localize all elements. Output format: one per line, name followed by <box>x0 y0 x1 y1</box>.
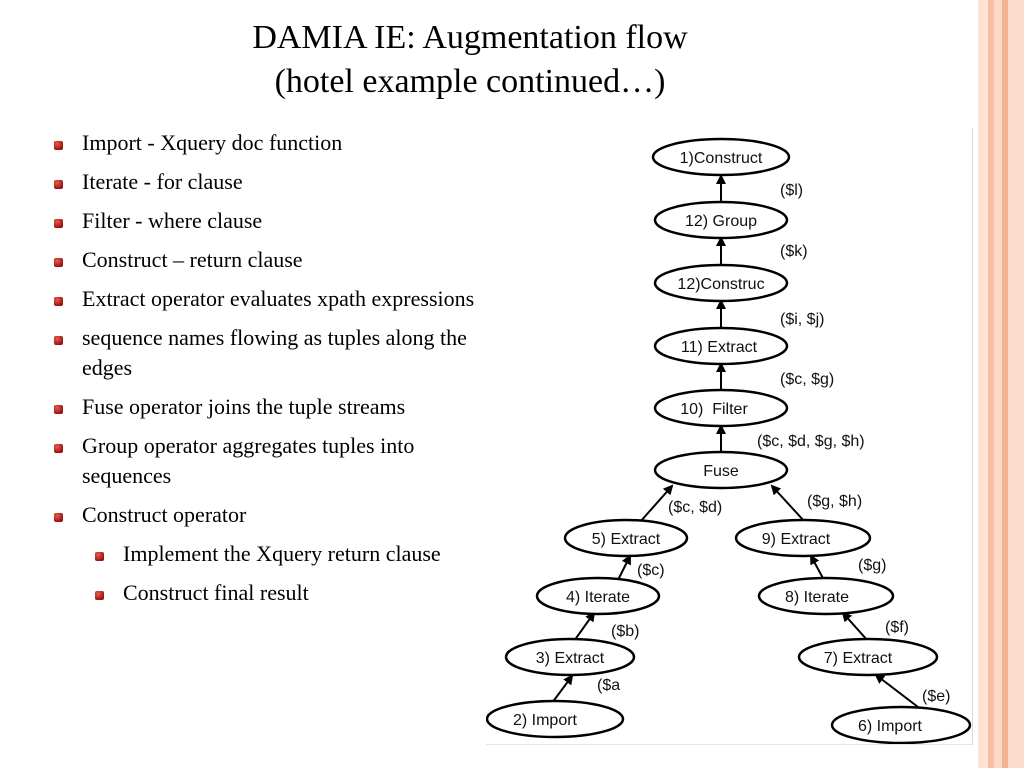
augmentation-flow-diagram: ($l) ($k) ($i, $j) ($c, $g) ($c, $d, $g,… <box>485 128 973 745</box>
flow-diagram-svg: ($l) ($k) ($i, $j) ($c, $g) ($c, $d, $g,… <box>485 137 972 745</box>
bullet-text: Construct final result <box>123 580 309 605</box>
node-extract-3: 3) Extract <box>504 637 636 677</box>
bullet-list: Import - Xquery doc function Iterate - f… <box>52 128 492 617</box>
bullet-text: Implement the Xquery return clause <box>123 541 441 566</box>
slide-title-line-2: (hotel example continued…) <box>274 63 666 100</box>
node-label: Fuse <box>703 463 739 480</box>
bullet-text: Filter - where clause <box>82 208 263 233</box>
bullet-icon <box>54 258 63 267</box>
node-label: 1)Construct <box>680 150 763 167</box>
bullet-item: Fuse operator joins the tuple streams <box>52 392 492 422</box>
decor-stripe-2 <box>988 0 994 768</box>
node-label: 7) Extract <box>824 650 893 667</box>
node-construc: 12)Construc <box>653 263 789 303</box>
bullet-item: sequence names flowing as tuples along t… <box>52 323 492 383</box>
edge-label: ($a <box>597 677 620 694</box>
edge-label: ($i, $j) <box>780 311 824 328</box>
node-label: 10) Filter <box>680 401 748 418</box>
node-extract-11: 11) Extract <box>653 326 789 366</box>
bullet-icon <box>54 219 63 228</box>
bullet-text: Construct operator <box>82 502 247 527</box>
bullet-text: Construct – return clause <box>82 247 303 272</box>
edge-extract7-to-iterate8 <box>841 611 869 642</box>
node-construct-final: 1)Construct <box>651 137 791 177</box>
bullet-icon <box>54 297 63 306</box>
edge-label: ($g) <box>858 557 886 574</box>
edge-extract3-to-iterate4 <box>573 611 596 642</box>
node-iterate-8: 8) Iterate <box>757 576 895 616</box>
edge-label: ($c) <box>637 562 665 579</box>
edge-label: ($g, $h) <box>807 493 862 510</box>
edge-import6-to-extract7 <box>874 673 919 708</box>
bullet-item: Iterate - for clause <box>52 167 492 197</box>
bullet-icon <box>54 513 63 522</box>
bullet-text: Extract operator evaluates xpath express… <box>82 286 475 311</box>
edge-label: ($l) <box>780 182 803 199</box>
bullet-item: Construct – return clause <box>52 245 492 275</box>
bullet-icon <box>54 405 63 414</box>
node-label: 2) Import <box>513 712 578 729</box>
node-extract-9: 9) Extract <box>734 518 872 558</box>
bullet-item: Group operator aggregates tuples into se… <box>52 431 492 491</box>
node-import-2: 2) Import <box>485 699 625 739</box>
edge-label: ($c, $d, $g, $h) <box>757 433 865 450</box>
edge-label: ($c, $g) <box>780 371 834 388</box>
node-label: 11) Extract <box>681 339 758 356</box>
bullet-item: Extract operator evaluates xpath express… <box>52 284 492 314</box>
node-extract-5: 5) Extract <box>563 518 689 558</box>
decor-stripe-3 <box>994 0 1002 768</box>
node-iterate-4: 4) Iterate <box>535 576 661 616</box>
edge-import2-to-extract3 <box>551 674 574 704</box>
decor-stripe-4 <box>1002 0 1008 768</box>
node-extract-7: 7) Extract <box>797 637 939 677</box>
node-label: 12)Construc <box>677 276 764 293</box>
decor-stripe-5 <box>1008 0 1024 768</box>
node-label: 8) Iterate <box>785 589 849 606</box>
slide-title: DAMIA IE: Augmentation flow (hotel examp… <box>160 16 780 104</box>
node-filter-10: 10) Filter <box>653 388 789 428</box>
edge-label: ($k) <box>780 243 808 260</box>
edge-extract5-to-fuse <box>639 484 674 523</box>
bullet-icon <box>54 141 63 150</box>
bullet-item: Construct operator <box>52 500 492 530</box>
edge-label: ($f) <box>885 619 909 636</box>
node-label: 6) Import <box>858 718 923 735</box>
bullet-text: sequence names flowing as tuples along t… <box>82 325 467 380</box>
node-label: 5) Extract <box>592 531 661 548</box>
bullet-icon <box>95 552 104 561</box>
node-label: 3) Extract <box>536 650 605 667</box>
sub-bullet-item: Implement the Xquery return clause <box>93 539 492 569</box>
slide-title-line-1: DAMIA IE: Augmentation flow <box>252 19 688 56</box>
node-label: 12) Group <box>685 213 757 230</box>
node-fuse: Fuse <box>653 450 789 490</box>
node-import-6: 6) Import <box>830 705 972 745</box>
edge-label: ($e) <box>922 688 950 705</box>
node-label: 9) Extract <box>762 531 831 548</box>
node-label: 4) Iterate <box>566 589 630 606</box>
bullet-icon <box>54 336 63 345</box>
edge-iterate8-to-extract9 <box>810 554 825 581</box>
bullet-text: Import - Xquery doc function <box>82 130 343 155</box>
bullet-text: Group operator aggregates tuples into se… <box>82 433 415 488</box>
bullet-item: Import - Xquery doc function <box>52 128 492 158</box>
node-group: 12) Group <box>653 200 789 240</box>
edge-extract9-to-fuse <box>770 484 806 523</box>
bullet-icon <box>95 591 104 600</box>
bullet-item: Filter - where clause <box>52 206 492 236</box>
bullet-text: Iterate - for clause <box>82 169 243 194</box>
decor-stripe-1 <box>978 0 988 768</box>
bullet-text: Fuse operator joins the tuple streams <box>82 394 406 419</box>
bullet-icon <box>54 180 63 189</box>
edge-iterate4-to-extract5 <box>617 554 631 581</box>
sub-bullet-item: Construct final result <box>93 578 492 608</box>
edge-label: ($c, $d) <box>668 499 722 516</box>
edge-label: ($b) <box>611 623 639 640</box>
bullet-icon <box>54 444 63 453</box>
